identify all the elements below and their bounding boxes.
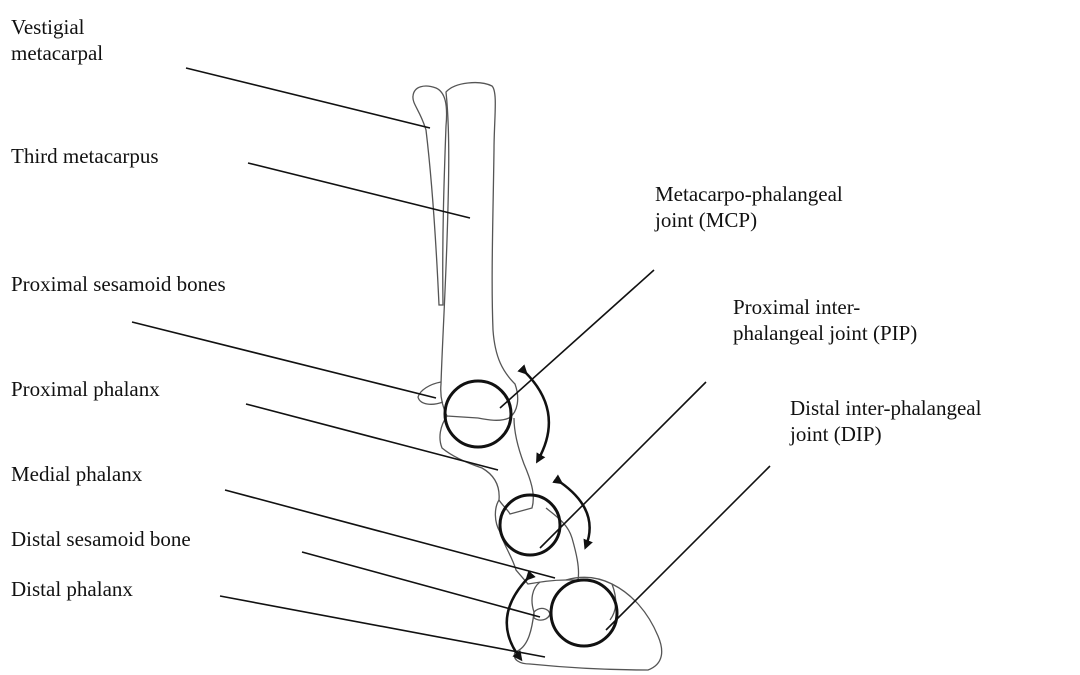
label-line: Vestigial	[11, 14, 103, 40]
pip-joint-circle	[500, 495, 560, 555]
label-distal-sesamoid-bone: Distal sesamoid bone	[11, 526, 191, 552]
third-metacarpus-outline	[441, 83, 518, 421]
label-dip-joint: Distal inter-phalangeal joint (DIP)	[790, 395, 981, 447]
label-line: phalangeal joint (PIP)	[733, 320, 917, 346]
label-line: Proximal phalanx	[11, 376, 160, 402]
leader-vestigial-metacarpal	[186, 68, 430, 128]
leader-dip-joint	[606, 466, 770, 630]
vestigial-metacarpal-outline	[413, 86, 447, 305]
label-distal-phalanx: Distal phalanx	[11, 576, 133, 602]
leader-proximal-phalanx	[246, 404, 498, 470]
leader-mcp-joint	[500, 270, 654, 408]
leader-proximal-sesamoid	[132, 322, 436, 398]
label-vestigial-metacarpal: Vestigial metacarpal	[11, 14, 103, 66]
label-medial-phalanx: Medial phalanx	[11, 461, 142, 487]
leader-distal-sesamoid	[302, 552, 540, 617]
joint-circles	[445, 381, 617, 646]
label-line: Third metacarpus	[11, 143, 159, 169]
leader-medial-phalanx	[225, 490, 555, 578]
rotation-arrows	[507, 372, 590, 658]
label-third-metacarpus: Third metacarpus	[11, 143, 159, 169]
leader-pip-joint	[540, 382, 706, 548]
label-line: metacarpal	[11, 40, 103, 66]
label-line: Distal sesamoid bone	[11, 526, 191, 552]
label-line: Proximal sesamoid bones	[11, 271, 226, 297]
label-mcp-joint: Metacarpo-phalangeal joint (MCP)	[655, 181, 843, 233]
proximal-sesamoid-outline	[418, 382, 443, 404]
label-line: Metacarpo-phalangeal	[655, 181, 843, 207]
label-proximal-sesamoid-bones: Proximal sesamoid bones	[11, 271, 226, 297]
bone-outlines	[413, 83, 662, 670]
leader-lines	[132, 68, 770, 657]
label-pip-joint: Proximal inter- phalangeal joint (PIP)	[733, 294, 917, 346]
medial-phalanx-outline	[495, 500, 578, 584]
label-line: Proximal inter-	[733, 294, 917, 320]
label-line: joint (DIP)	[790, 421, 981, 447]
label-line: joint (MCP)	[655, 207, 843, 233]
label-proximal-phalanx: Proximal phalanx	[11, 376, 160, 402]
label-line: Distal inter-phalangeal	[790, 395, 981, 421]
label-line: Distal phalanx	[11, 576, 133, 602]
leader-third-metacarpus	[248, 163, 470, 218]
label-line: Medial phalanx	[11, 461, 142, 487]
mcp-joint-circle	[445, 381, 511, 447]
mcp-rotation-arrow	[525, 372, 549, 460]
proximal-phalanx-outline	[440, 416, 533, 514]
dip-joint-circle	[551, 580, 617, 646]
dip-rotation-arrow	[507, 578, 528, 658]
distal-sesamoid-outline	[534, 608, 550, 620]
